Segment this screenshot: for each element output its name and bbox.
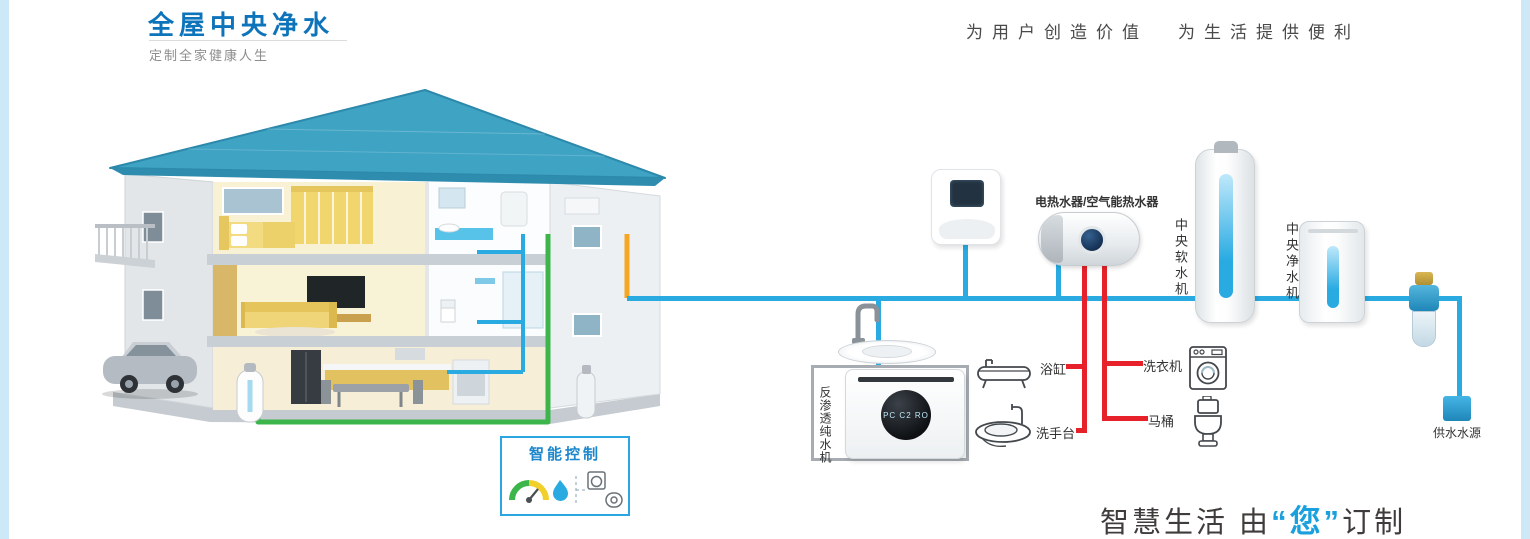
wall-purifier-base-curve: [939, 219, 995, 239]
pre-filter: [1406, 272, 1442, 350]
faucet-icon: [852, 303, 880, 345]
toilet-label: 马桶: [1148, 414, 1175, 429]
hot-branch-washer: [1107, 361, 1143, 366]
hot-pipe-right-vertical: [1102, 264, 1107, 421]
ro-top-slot: [858, 377, 954, 382]
ro-label: 反渗透纯水机: [818, 386, 832, 464]
purifier-label: 中央净水机: [1284, 222, 1299, 302]
water-heater: [1038, 212, 1140, 266]
floor-slab-upper: [207, 254, 556, 265]
softener-window: [1219, 174, 1233, 298]
wall-purifier-screen: [950, 180, 984, 207]
house-softener-cylinder: [236, 363, 264, 423]
toilet-icon: [1194, 396, 1222, 447]
water-drop-icon: [553, 480, 568, 501]
living-floor: [213, 265, 550, 337]
gauge-icon: [509, 480, 549, 503]
basin-label: 洗手台: [1036, 426, 1076, 441]
kitchen-floor: [213, 347, 550, 410]
right-edge-strip: [1521, 0, 1530, 539]
left-edge-strip: [0, 0, 9, 539]
heater-dial: [1078, 226, 1106, 254]
pre-filter-bowl: [1412, 311, 1436, 347]
car: [102, 342, 198, 399]
purifier-top-vent: [1308, 229, 1358, 233]
footer-prefix: 智慧生活 由: [1100, 507, 1272, 539]
smart-control-panel: 智能控制: [500, 436, 630, 516]
blue-riser-pipe: [447, 234, 525, 374]
washer-label: 洗衣机: [1143, 359, 1183, 374]
slogan-right: 为生活提供便利: [1178, 23, 1360, 42]
smart-control-title: 智能控制: [528, 446, 601, 463]
ro-display: PC C2 RO: [883, 410, 929, 420]
wall-purifier-drop-pipe: [963, 244, 968, 296]
central-water-softener: [1195, 141, 1255, 323]
smart-control-icons: [509, 471, 623, 508]
wall-mounted-purifier: [931, 169, 1001, 245]
house-cutaway-illustration: [95, 89, 666, 425]
main-cold-water-pipe: [627, 296, 1462, 301]
page-subtitle: 定制全家健康人生: [149, 40, 347, 64]
water-source-tank: [1443, 396, 1471, 421]
sink-drop-pipe: [876, 299, 881, 366]
pre-filter-nut: [1415, 272, 1433, 285]
house-filter: [576, 365, 596, 419]
hot-branch-toilet: [1107, 416, 1148, 421]
bedroom-floor: [213, 182, 550, 254]
page-title: 全屋中央净水: [148, 10, 335, 40]
heater-left-cap: [1041, 215, 1063, 263]
footer-quoted-you: “您”: [1271, 504, 1343, 539]
heater-mini-icon: [605, 492, 623, 508]
source-riser-pipe: [1457, 296, 1462, 399]
bathtub-icon: [977, 359, 1031, 389]
central-water-purifier: [1299, 221, 1365, 323]
pre-filter-head: [1409, 285, 1439, 311]
footer-suffix: 订制: [1342, 507, 1407, 539]
washing-machine-icon: [1189, 346, 1227, 390]
ro-machine: PC C2 RO: [845, 369, 965, 459]
sink-bowl: [862, 345, 912, 358]
purifier-window: [1327, 246, 1339, 308]
kitchen-sink: [838, 300, 936, 366]
heater-label: 电热水器/空气能热水器: [1035, 195, 1159, 209]
softener-label: 中央软水机: [1173, 218, 1188, 298]
bathtub-label: 浴缸: [1040, 362, 1067, 377]
hot-pipe-left-vertical: [1082, 264, 1087, 433]
hot-branch-bathtub: [1066, 364, 1083, 369]
source-label: 供水水源: [1433, 426, 1482, 440]
dashed-connector: [575, 476, 586, 506]
ro-machine-frame: [811, 365, 969, 461]
heater-cold-feed-pipe: [1056, 264, 1061, 298]
washer-mini-icon: [587, 471, 606, 490]
balcony: [95, 224, 155, 268]
roof: [109, 89, 666, 186]
slogan-left: 为用户创造价值: [966, 23, 1148, 42]
floor-slab-lower: [207, 336, 556, 347]
softener-top-cap: [1214, 141, 1238, 153]
house-right-wall: [549, 181, 661, 409]
ro-display-circle: PC C2 RO: [881, 390, 931, 440]
hot-branch-basin: [1076, 428, 1083, 433]
basin-icon: [975, 404, 1031, 448]
footer-slogan: 智慧生活 由“您”订制: [1100, 496, 1406, 539]
